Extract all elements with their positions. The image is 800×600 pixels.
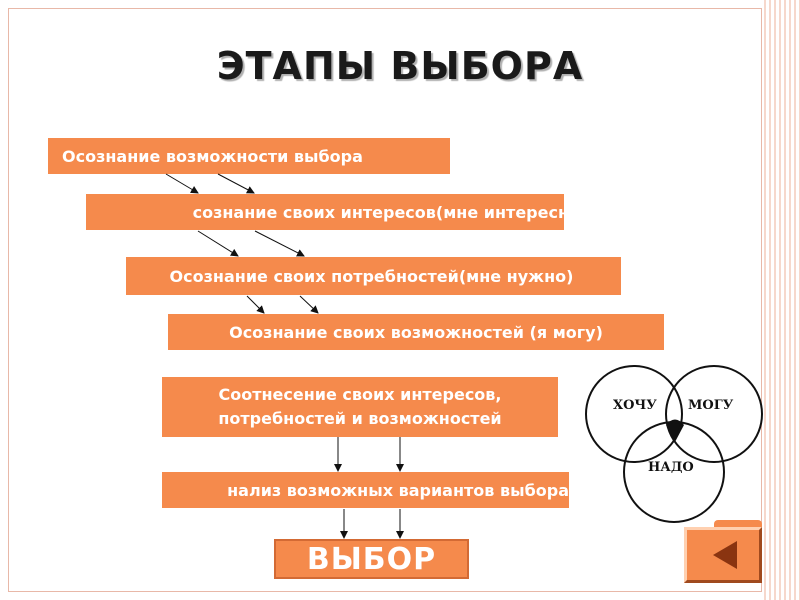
step-analysis-of-options: нализ возможных вариантов выбора [162, 472, 569, 508]
step-awareness-of-needs: Осознание своих потребностей(мне нужно) [126, 257, 621, 295]
step-awareness-of-choice: Осознание возможности выбора [48, 138, 450, 174]
step-label-line-1: Соотнесение своих интересов, [218, 385, 502, 404]
venn-center-region [666, 419, 684, 442]
arrow [254, 230, 305, 257]
nav-button-tab [714, 520, 762, 530]
arrow [197, 230, 239, 257]
step-label: нализ возможных вариантов выбора [227, 480, 569, 500]
arrow [217, 173, 255, 194]
back-button[interactable] [684, 527, 762, 583]
venn-label-need: НАДО [648, 460, 694, 475]
venn-label-can: МОГУ [688, 398, 734, 413]
circle-want [585, 365, 683, 463]
step-correlation: Соотнесение своих интересов, потребносте… [162, 377, 558, 437]
slide-title: ЭТАПЫ ВЫБОРА [216, 44, 584, 88]
slide-frame [8, 8, 762, 592]
circle-need [623, 421, 725, 523]
step-choice: ВЫБОР [274, 539, 469, 579]
step-awareness-of-interests: сознание своих интересов(мне интересно [86, 194, 564, 230]
circle-can [665, 365, 763, 463]
arrow [246, 295, 265, 314]
step-label-line-2: потребностей и возможностей [218, 409, 502, 428]
step-label: ВЫБОР [306, 541, 437, 577]
venn-diagram [585, 365, 763, 523]
arrow [299, 295, 319, 314]
decorative-stripes [764, 0, 800, 600]
step-label: Осознание возможности выбора [62, 146, 363, 166]
step-label: сознание своих интересов(мне интересно [192, 202, 564, 222]
step-label: Осознание своих потребностей(мне нужно) [169, 266, 574, 286]
venn-label-want: ХОЧУ [613, 398, 657, 413]
step-awareness-of-abilities: Осознание своих возможностей (я могу) [168, 314, 664, 350]
step-label: Осознание своих возможностей (я могу) [229, 322, 603, 342]
back-triangle-icon [713, 541, 737, 569]
arrow [165, 173, 199, 194]
